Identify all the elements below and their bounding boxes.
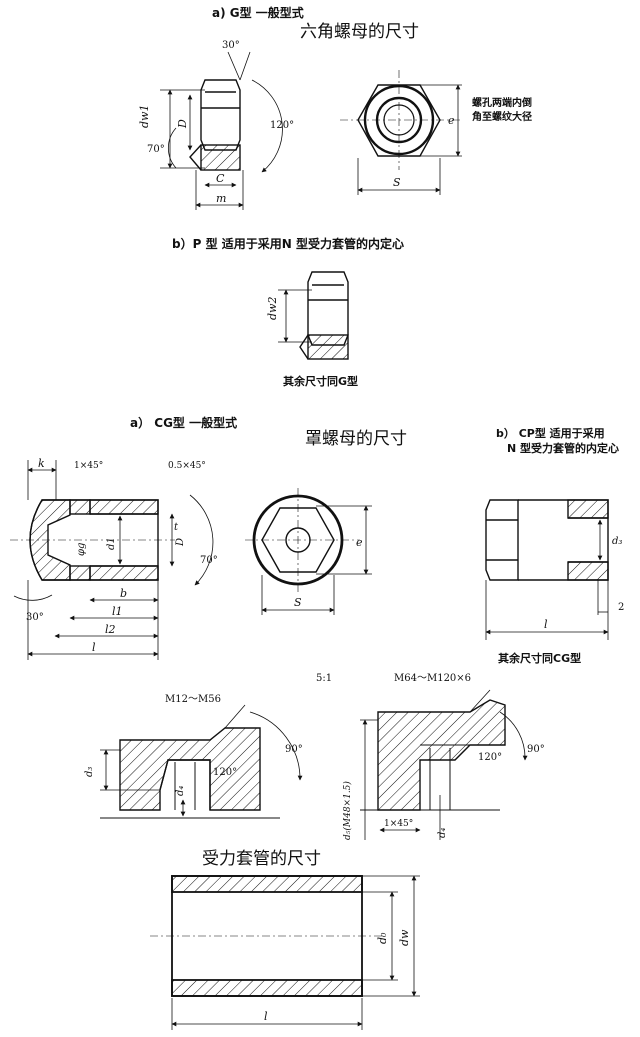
- cg-cap-nut-section: [10, 460, 214, 660]
- label-dw: dw: [398, 929, 411, 946]
- label-d0: d₀: [376, 932, 389, 944]
- label-m: m: [216, 192, 226, 205]
- label-cg-S: S: [294, 596, 302, 609]
- label-t: t: [174, 522, 179, 533]
- label-d5-right: d₅(M48×1.5): [342, 781, 353, 840]
- label-angle-30: 30°: [222, 40, 240, 51]
- label-l1: l1: [112, 605, 123, 618]
- section1-heading-b: b）P 型 适用于采用N 型受力套管的内定心: [172, 236, 404, 251]
- note-line2: 角至螺纹大径: [472, 110, 532, 123]
- label-phi-g: φg: [76, 543, 87, 556]
- label-dw1: dw1: [138, 105, 151, 128]
- label-dw2: dw2: [266, 297, 279, 320]
- label-angle-120: 120°: [270, 120, 294, 131]
- label-l: l: [92, 641, 96, 654]
- label-chamfer1: 1×45°: [74, 461, 103, 471]
- detail-right-m64-m120: [360, 689, 528, 840]
- label-cp-l: l: [544, 618, 548, 631]
- label-chamfer-right: 1×45°: [384, 819, 413, 829]
- label-120-left: 120°: [213, 767, 237, 778]
- label-cp-2: 2: [618, 602, 624, 613]
- label-C: C: [216, 172, 225, 185]
- detail-left-m12-m56: [100, 704, 303, 819]
- label-S: S: [393, 176, 401, 189]
- cp-cap-nut-side-view: [485, 499, 609, 640]
- sleeve-section: [150, 875, 420, 1030]
- label-cg-e: e: [356, 536, 363, 549]
- section1-title: 六角螺母的尺寸: [300, 22, 419, 42]
- label-D: D: [176, 119, 189, 129]
- label-D-cg: D: [175, 538, 186, 547]
- label-90-left: 90°: [285, 744, 303, 755]
- label-sleeve-l: l: [264, 1010, 268, 1023]
- label-cg-30: 30°: [26, 612, 44, 623]
- left-range: M12～M56: [165, 694, 221, 705]
- section2-heading-b2: N 型受力套管的内定心: [507, 441, 619, 455]
- section4-title: 受力套管的尺寸: [202, 849, 321, 869]
- note-line1: 螺孔两端内倒: [472, 96, 532, 109]
- label-b: b: [120, 587, 127, 600]
- label-l2: l2: [105, 623, 116, 636]
- label-chamfer2: 0.5×45°: [168, 461, 206, 471]
- scale-label: 5:1: [316, 673, 332, 684]
- cp-note: 其余尺寸同CG型: [498, 651, 581, 665]
- label-angle-70: 70°: [147, 144, 165, 155]
- section1-heading-a: a) G型 一般型式: [212, 5, 304, 20]
- label-120-right: 120°: [478, 752, 502, 763]
- section2-heading-b1: b） CP型 适用于采用: [496, 426, 605, 440]
- p-note: 其余尺寸同G型: [283, 374, 358, 388]
- label-cg-70: 70°: [200, 555, 218, 566]
- label-cp-d3: d₃: [612, 536, 622, 547]
- label-d4-left: d₄: [175, 786, 186, 796]
- label-90-right: 90°: [527, 744, 545, 755]
- section2-heading-a: a） CG型 一般型式: [130, 415, 237, 430]
- label-k: k: [38, 457, 45, 470]
- g-nut-top-view: [340, 70, 462, 195]
- p-nut-side-view: [278, 271, 349, 360]
- label-d1: d1: [106, 537, 117, 550]
- g-nut-side-view: [160, 51, 283, 210]
- section2-title: 罩螺母的尺寸: [305, 429, 407, 449]
- label-d4-right: d₄: [437, 828, 448, 838]
- cg-top-view: [245, 488, 372, 615]
- label-e: e: [448, 114, 455, 127]
- right-range: M64～M120×6: [394, 673, 471, 684]
- label-d3-left: d₃: [84, 767, 95, 777]
